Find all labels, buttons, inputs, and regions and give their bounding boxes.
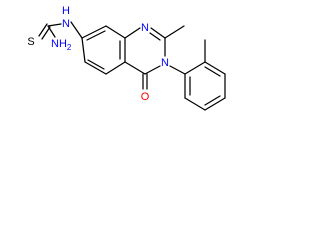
bond-c-s-double-b xyxy=(41,26,51,40)
bond-c5-c6-inner xyxy=(87,59,105,70)
amino-atom-label: NH2 xyxy=(51,38,72,52)
bond-c-s-double-a xyxy=(38,23,48,37)
bond-nh-c7 xyxy=(70,21,83,39)
bond-c4-c4a xyxy=(124,61,146,75)
bond-ar2-ar3-inner xyxy=(204,66,221,77)
bond-c8a-n1 xyxy=(124,27,141,39)
bond-ar4-ar5-inner xyxy=(204,95,221,106)
bond-c-nh2 xyxy=(47,25,56,38)
bond-c7-c8 xyxy=(81,25,107,39)
bond-n1-c2 xyxy=(150,27,166,39)
ring-nitrogen-1-label: N xyxy=(141,22,149,34)
bond-c4a-c5 xyxy=(105,61,126,75)
ring-nitrogen-3-label: N xyxy=(161,57,169,69)
nh-nitrogen-label: N xyxy=(62,18,70,30)
bond-n3-c4 xyxy=(144,65,161,75)
bond-c7-c8-inner xyxy=(86,30,106,41)
sulfur-atom-label: S xyxy=(27,36,34,48)
bond-c5-c6 xyxy=(84,61,107,75)
bond-c2-methyl xyxy=(164,25,185,39)
nh-hydrogen-label: H xyxy=(62,5,70,17)
bond-n3-aryl xyxy=(169,65,186,75)
bond-c-nh xyxy=(47,23,62,27)
bond-ar2-ar3 xyxy=(204,61,226,75)
atom-labels: S NH2 H N N N O xyxy=(27,5,169,103)
bond-c6-c7 xyxy=(81,37,86,63)
molecule-structure-diagram: S NH2 H N N N O xyxy=(27,5,226,111)
bond-ar1-ar2 xyxy=(184,61,206,75)
amino-nh-text: NH xyxy=(51,38,67,50)
bond-ar5-ar6 xyxy=(184,97,206,111)
amino-subscript: 2 xyxy=(67,43,72,52)
bonds xyxy=(38,21,226,111)
carbonyl-oxygen-label: O xyxy=(141,91,150,103)
bond-n1-c2-inner xyxy=(149,32,161,41)
bond-ar4-ar5 xyxy=(204,97,226,111)
bond-c8-c8a xyxy=(105,25,126,39)
